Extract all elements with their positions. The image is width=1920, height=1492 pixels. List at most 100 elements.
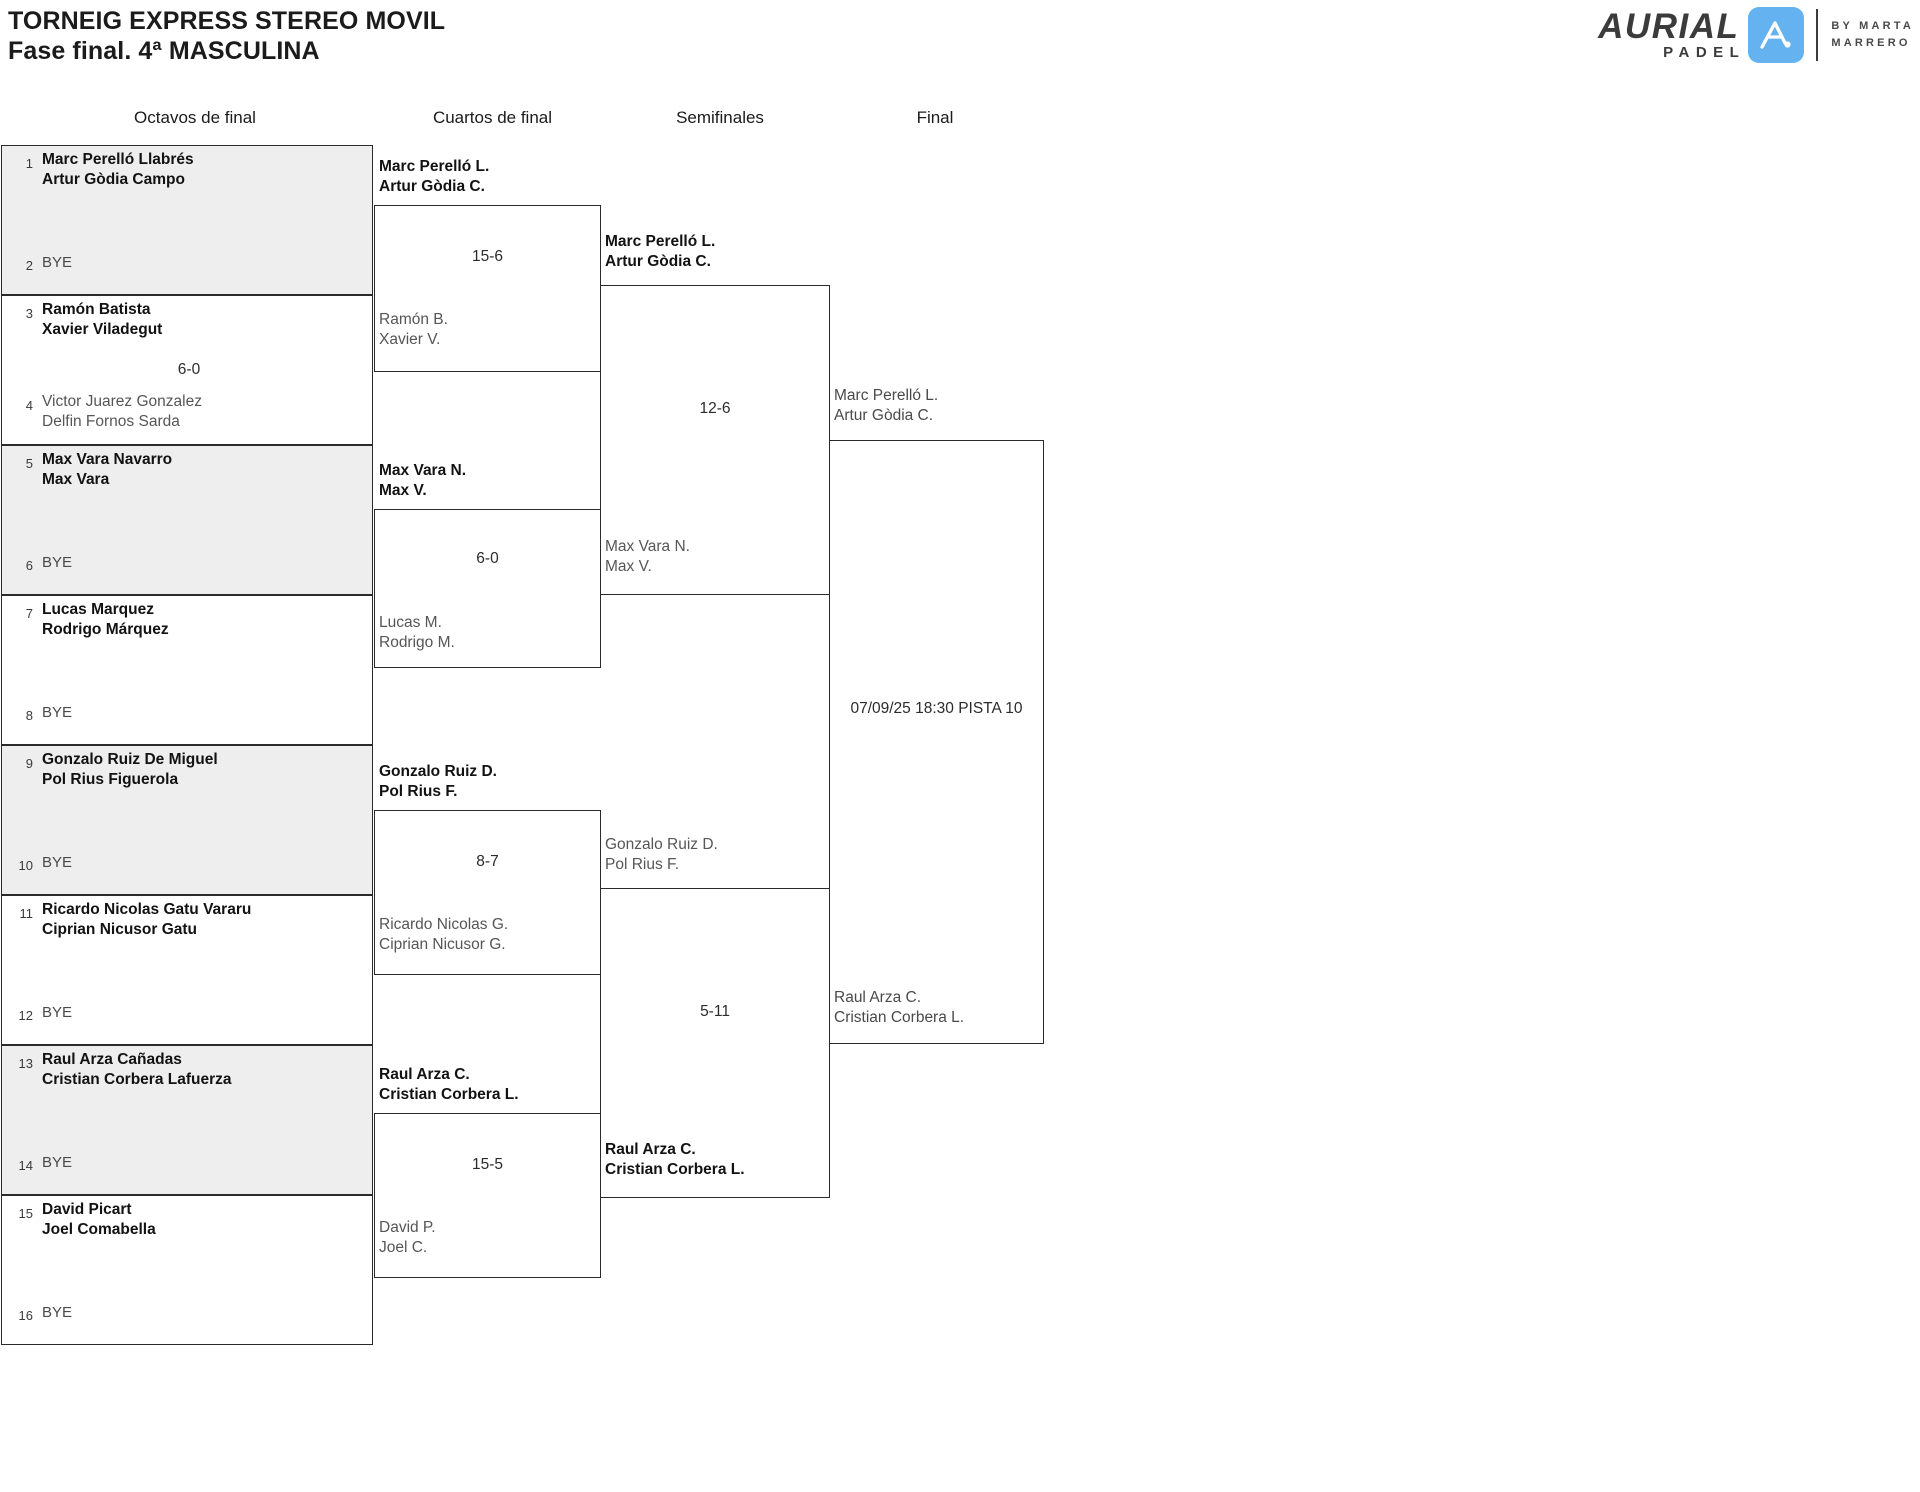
logo-wordmark: AURIAL PADEL (1598, 6, 1740, 61)
player-line-2: Max V. (379, 481, 427, 499)
r1-match-block[interactable]: 15 David Picart Joel Comabella 16 BYE (1, 1195, 373, 1345)
r1-team-names: Raul Arza Cañadas Cristian Corbera Lafue… (36, 1050, 232, 1089)
tournament-subtitle: Fase final. 4ª MASCULINA (8, 37, 320, 65)
player-line-1: BYE (42, 704, 73, 721)
player-line-1: David Picart (42, 1201, 132, 1218)
seed-number: 3 (25, 306, 33, 321)
r1-slot-top[interactable]: 11 Ricardo Nicolas Gatu Vararu Ciprian N… (2, 900, 374, 939)
player-line-1: Raul Arza Cañadas (42, 1051, 182, 1068)
aurial-padel-logo: AURIAL PADEL BY MARTA MARRERO (1598, 4, 1914, 66)
player-line-1: Ricardo Nicolas G. (379, 916, 509, 933)
r1-match-block[interactable]: 7 Lucas Marquez Rodrigo Márquez 8 BYE (1, 595, 373, 745)
logo-divider (1816, 9, 1819, 61)
r2-winner-names: Max Vara N. Max V. (379, 461, 466, 500)
player-line-2: Pol Rius F. (379, 782, 458, 800)
player-line-1: BYE (42, 1304, 73, 1321)
r1-slot-bottom[interactable]: 6 BYE (2, 552, 374, 573)
r1-team-names: Victor Juarez Gonzalez Delfin Fornos Sar… (36, 392, 202, 431)
seed-number: 9 (25, 756, 33, 771)
seed-number: 7 (25, 606, 33, 621)
r1-slot-top[interactable]: 3 Ramón Batista Xavier Viladegut (2, 300, 374, 339)
player-line-2: Max Vara (42, 470, 110, 488)
seed-number: 2 (25, 258, 33, 273)
player-line-1: Marc Perelló L. (379, 158, 490, 175)
seed-number: 14 (18, 1158, 33, 1173)
r3-score: 12-6 (699, 400, 731, 417)
r2-winner-names: Marc Perelló L. Artur Gòdia C. (379, 157, 489, 196)
player-line-1: BYE (42, 1004, 73, 1021)
r1-slot-bottom[interactable]: 14 BYE (2, 1152, 374, 1173)
logo-byline-1: BY MARTA (1831, 20, 1914, 32)
player-line-2: Cristian Corbera L. (379, 1085, 519, 1103)
player-line-1: David P. (379, 1219, 436, 1236)
r1-slot-bottom[interactable]: 8 BYE (2, 702, 374, 723)
player-line-1: Raul Arza C. (605, 1141, 696, 1158)
r2-score: 15-5 (471, 1156, 504, 1173)
r1-match-block[interactable]: 5 Max Vara Navarro Max Vara 6 BYE (1, 445, 373, 595)
player-line-1: Ramón Batista (42, 301, 151, 318)
player-line-1: Max Vara N. (605, 538, 690, 555)
r3-winner-names: Marc Perelló L. Artur Gòdia C. (605, 232, 715, 271)
r3-score: 5-11 (700, 1003, 730, 1020)
r1-team-names: Max Vara Navarro Max Vara (36, 450, 172, 489)
r1-slot-top[interactable]: 7 Lucas Marquez Rodrigo Márquez (2, 600, 374, 639)
player-line-1: Gonzalo Ruiz De Miguel (42, 751, 218, 768)
r1-team-names: Gonzalo Ruiz De Miguel Pol Rius Figuerol… (36, 750, 218, 789)
r1-slot-top[interactable]: 9 Gonzalo Ruiz De Miguel Pol Rius Figuer… (2, 750, 374, 789)
player-line-1: Marc Perelló L. (834, 387, 939, 404)
r1-slot-bottom[interactable]: 16 BYE (2, 1302, 374, 1323)
r1-match-block[interactable]: 1 Marc Perelló Llabrés Artur Gòdia Campo… (1, 145, 373, 295)
seed-number: 10 (18, 858, 33, 873)
r1-slot-bottom[interactable]: 2 BYE (2, 252, 374, 273)
r1-team-names: David Picart Joel Comabella (36, 1200, 156, 1239)
r2-score: 6-0 (476, 550, 499, 567)
r4-finalist-names-top: Marc Perelló L. Artur Gòdia C. (834, 386, 938, 425)
round-header-semifinales: Semifinales (676, 108, 764, 127)
seed-number: 4 (25, 398, 33, 413)
seed-number: 13 (18, 1056, 33, 1071)
r3-winner-names: Raul Arza C. Cristian Corbera L. (605, 1140, 745, 1179)
r1-match-block[interactable]: 9 Gonzalo Ruiz De Miguel Pol Rius Figuer… (1, 745, 373, 895)
player-line-2: Ciprian Nicusor Gatu (42, 920, 198, 938)
r1-team-names: BYE (36, 852, 72, 873)
r1-slot-bottom[interactable]: 12 BYE (2, 1002, 374, 1023)
r1-slot-bottom[interactable]: 4 Victor Juarez Gonzalez Delfin Fornos S… (2, 392, 374, 431)
player-line-1: BYE (42, 854, 73, 871)
r1-slot-top[interactable]: 5 Max Vara Navarro Max Vara (2, 450, 374, 489)
logo-brand-text: AURIAL (1598, 6, 1740, 46)
player-line-2: Pol Rius F. (605, 855, 680, 873)
seed-number: 5 (25, 456, 33, 471)
player-line-1: Marc Perelló L. (605, 233, 716, 250)
r4-finalist-names-bottom: Raul Arza C. Cristian Corbera L. (834, 988, 964, 1027)
tournament-title: TORNEIG EXPRESS STEREO MOVIL (8, 7, 446, 35)
r2-loser-names: Ricardo Nicolas G. Ciprian Nicusor G. (379, 915, 508, 954)
r1-team-names: Ramón Batista Xavier Viladegut (36, 300, 162, 339)
player-line-2: Delfin Fornos Sarda (42, 412, 180, 430)
r1-team-names: Ricardo Nicolas Gatu Vararu Ciprian Nicu… (36, 900, 251, 939)
r1-team-names: BYE (36, 1302, 72, 1323)
r4-match-box[interactable] (829, 440, 1044, 1044)
r1-match-block[interactable]: 11 Ricardo Nicolas Gatu Vararu Ciprian N… (1, 895, 373, 1045)
round-header-octavos: Octavos de final (134, 108, 256, 127)
r1-slot-bottom[interactable]: 10 BYE (2, 852, 374, 873)
r1-slot-top[interactable]: 13 Raul Arza Cañadas Cristian Corbera La… (2, 1050, 374, 1089)
r1-score: 6-0 (177, 361, 201, 378)
r1-slot-top[interactable]: 15 David Picart Joel Comabella (2, 1200, 374, 1239)
player-line-1: Ramón B. (379, 311, 448, 328)
player-line-1: Gonzalo Ruiz D. (379, 763, 497, 780)
player-line-2: Joel C. (379, 1238, 428, 1256)
r3-loser-names: Gonzalo Ruiz D. Pol Rius F. (605, 835, 718, 874)
seed-number: 8 (25, 708, 33, 723)
r1-team-names: Lucas Marquez Rodrigo Márquez (36, 600, 169, 639)
round-header-final: Final (916, 108, 954, 127)
r2-loser-names: David P. Joel C. (379, 1218, 436, 1257)
player-line-1: BYE (42, 254, 73, 271)
r1-match-block[interactable]: 13 Raul Arza Cañadas Cristian Corbera La… (1, 1045, 373, 1195)
player-line-1: Max Vara Navarro (42, 451, 173, 468)
player-line-1: Ricardo Nicolas Gatu Vararu (42, 901, 252, 918)
r3-loser-names: Max Vara N. Max V. (605, 537, 690, 576)
r1-match-block[interactable]: 3 Ramón Batista Xavier Viladegut 6-0 4 V… (1, 295, 373, 445)
seed-number: 1 (25, 156, 33, 171)
r1-team-names: BYE (36, 1152, 72, 1173)
r1-slot-top[interactable]: 1 Marc Perelló Llabrés Artur Gòdia Campo (2, 150, 374, 189)
